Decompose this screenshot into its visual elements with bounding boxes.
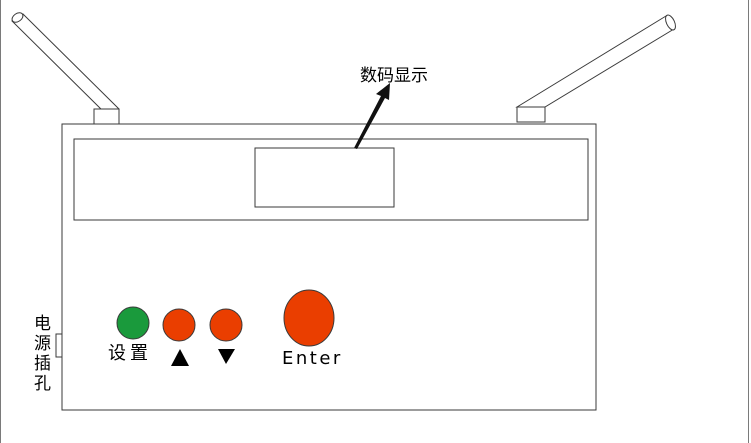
down-button[interactable]	[209, 308, 243, 342]
set-button-label: 设置	[108, 343, 152, 364]
triangle-down-icon	[218, 349, 235, 364]
digital-display	[254, 147, 395, 208]
right-antenna	[515, 14, 676, 123]
set-button[interactable]	[116, 306, 150, 340]
left-antenna	[11, 12, 120, 125]
up-button[interactable]	[162, 308, 196, 342]
enter-button[interactable]	[283, 289, 335, 347]
display-label: 数码显示	[360, 66, 428, 86]
enter-button-label: Enter	[282, 348, 343, 369]
power-socket	[55, 333, 63, 358]
pointer-arrow	[354, 83, 390, 149]
triangle-up-icon	[171, 349, 189, 366]
power-socket-label: 电源插孔	[34, 314, 51, 394]
